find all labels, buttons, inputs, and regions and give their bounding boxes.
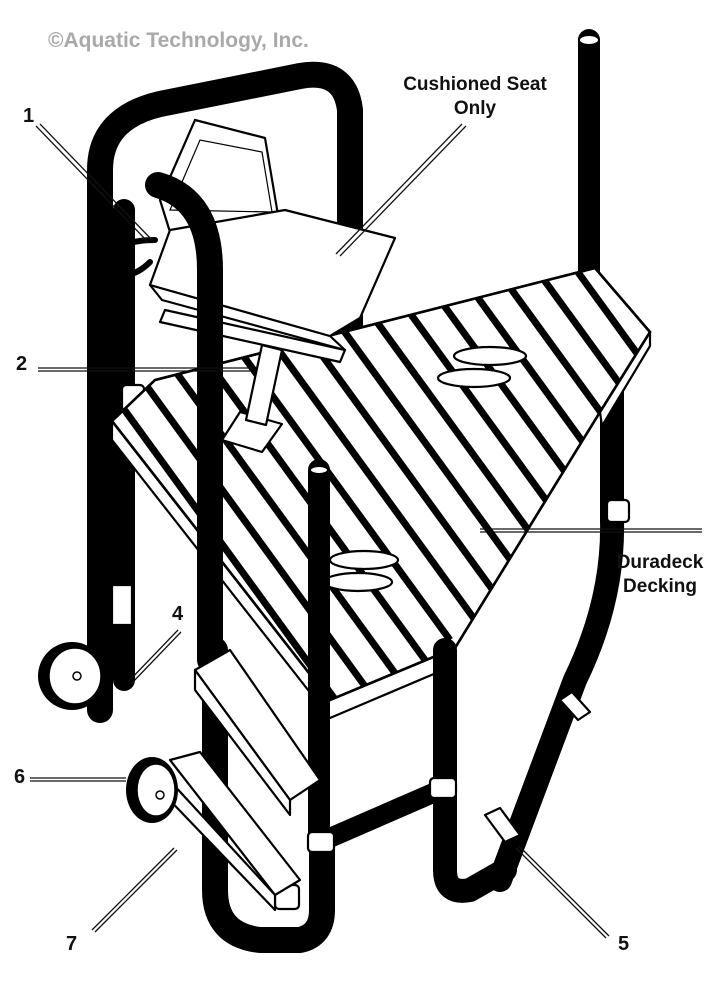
callout-7: 7	[66, 933, 77, 955]
rear-wheel	[38, 642, 106, 710]
callout-6: 6	[14, 766, 25, 788]
duradeck-platform	[110, 266, 652, 720]
callout-2: 2	[16, 353, 27, 375]
callout-5: 5	[618, 933, 629, 955]
callout-1: 1	[23, 105, 34, 127]
ladder-steps	[158, 648, 322, 912]
front-wheel	[126, 757, 178, 823]
footprint-decals	[322, 345, 528, 593]
rear-frame	[87, 29, 625, 892]
seat-label-line2: Only	[454, 98, 497, 119]
callout-4: 4	[172, 603, 184, 625]
handle-hook	[108, 237, 158, 278]
seat-label-line1: Cushioned Seat	[403, 74, 547, 95]
runner-pads	[483, 690, 592, 844]
deck-label-line1: Duradeck	[617, 552, 704, 573]
deck-label-line2: Decking	[623, 576, 697, 597]
leader-lines	[30, 123, 702, 939]
copyright-text: ©Aquatic Technology, Inc.	[48, 29, 309, 52]
